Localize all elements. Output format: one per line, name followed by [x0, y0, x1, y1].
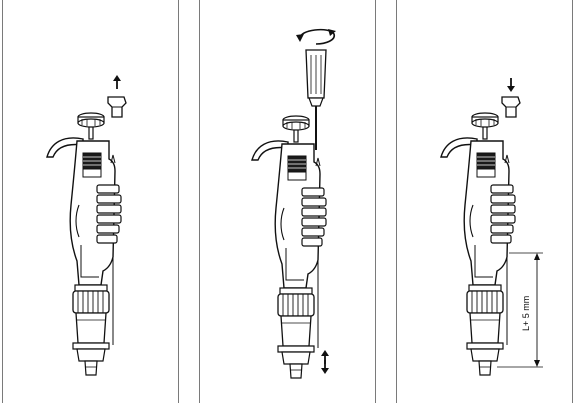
arrow-up-icon: [112, 74, 122, 90]
step-3-illustration: [440, 77, 543, 376]
push-button-icon: [107, 96, 127, 118]
push-button-icon: [501, 96, 521, 118]
pipette-icon: [251, 115, 327, 379]
step-1-illustration: [46, 74, 127, 376]
rotate-arrow-icon: [296, 28, 336, 45]
arrow-down-icon: [320, 359, 330, 375]
arrow-down-icon: [506, 77, 516, 93]
step-2-panel: [199, 0, 376, 403]
step-3-panel: L+ 5 mm: [396, 0, 573, 403]
screwdriver-icon: [305, 49, 327, 150]
step-2-illustration: [251, 28, 336, 379]
step-1-panel: [2, 0, 179, 403]
dimension-label: L+ 5 mm: [521, 295, 531, 331]
pipette-icon: [440, 112, 516, 376]
dimension-line: [497, 252, 543, 368]
pipette-icon: [46, 112, 122, 376]
